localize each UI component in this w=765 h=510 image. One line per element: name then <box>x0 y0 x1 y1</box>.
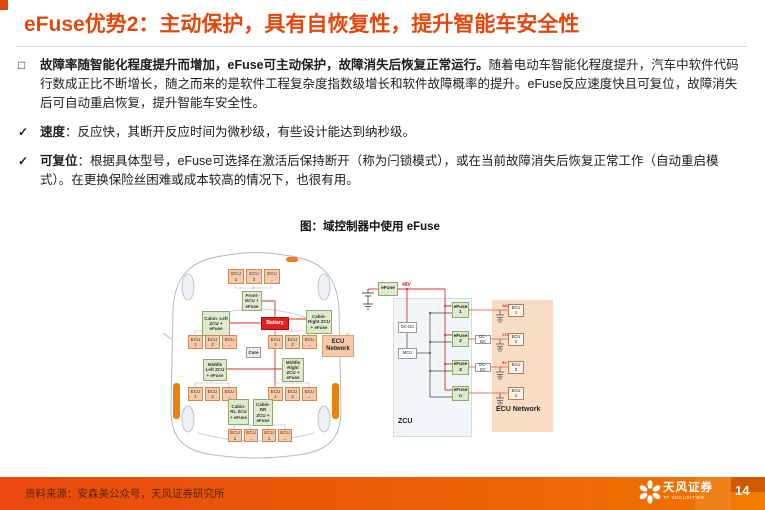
rail-voltage-label: 5V <box>502 360 507 365</box>
car-diagram: ECU 1 ECU 2 ECU ... Front- ECU + eFuse C… <box>158 247 354 462</box>
cabin-rl-zcu-box: Cabin-RL ZCU + eFuse <box>228 399 249 425</box>
ecu-box: ECU 1 <box>268 335 283 349</box>
brand-block: 天风证券 TF SECURITIES <box>663 482 713 500</box>
ecu-box: ECU 2 <box>246 269 262 284</box>
brand-subtitle: TF SECURITIES <box>663 495 705 500</box>
footer-deco-block <box>731 492 765 510</box>
cabin-left-zcu-box: Cabin- Left ZCU + eFuse <box>202 311 230 336</box>
core-box: Core <box>246 347 261 358</box>
bus-voltage-label: 48V <box>402 282 411 288</box>
dcdc-box: DC-DC <box>398 322 417 333</box>
network-ecu-box: ECU 2 <box>508 333 524 346</box>
ecu-box: ECU 1 <box>228 429 242 442</box>
title-divider <box>16 46 748 47</box>
bullet-normal-text: ：反应快，其断开反应时间为微秒级，有些设计能达到纳秒级。 <box>65 125 416 139</box>
page-title: eFuse优势2：主动保护，具有自恢复性，提升智能车安全性 <box>24 13 580 36</box>
footer-deco-block <box>695 477 731 510</box>
bullet-bold-text: 故障率随智能化程度提升而增加，eFuse可主动保护，故障消失后恢复正常运行。 <box>40 58 489 72</box>
ecu-box: ECU ... <box>302 335 317 349</box>
footer-bar <box>0 477 765 510</box>
ecu-box: ECU 2 <box>285 335 300 349</box>
rail-voltage-label: 48V <box>502 303 510 308</box>
bullet-item: □ 故障率随智能化程度提升而增加，eFuse可主动保护，故障消失后恢复正常运行。… <box>18 56 748 113</box>
ecu-box: ECU 1 <box>188 387 203 401</box>
bullet-list: □ 故障率随智能化程度提升而增加，eFuse可主动保护，故障消失后恢复正常运行。… <box>18 56 748 200</box>
ecu-box: ECU ... <box>278 429 292 442</box>
schematic-wires <box>362 287 508 406</box>
front-zcu-box: Front- ECU + eFuse <box>242 291 262 311</box>
efuse-box: eFuse n <box>452 386 469 401</box>
ecu-network-label-box: ECU Network <box>322 335 354 357</box>
zcu-schematic: eFuse 48V DC-DC MCU eFuse 1 eFuse 2 eFus… <box>358 260 558 460</box>
dcdc-out-box: DC-DC <box>475 334 491 344</box>
middle-right-zcu-box: Middle Right ZCU + eFuse <box>282 358 304 382</box>
bullet-normal-text: ：根据具体型号，eFuse可选择在激活后保持断开（称为闩锁模式），或在当前故障消… <box>40 154 719 187</box>
ecu-box: ECU ... <box>222 335 237 349</box>
cabin-right-zcu-box: Cabin- Right ZCU + eFuse <box>306 310 332 334</box>
efuse-box: eFuse 2 <box>452 331 469 347</box>
mcu-box: MCU <box>398 348 417 359</box>
rail-voltage-label: 13V <box>502 332 510 337</box>
efuse-box: eFuse 3 <box>452 360 469 375</box>
network-ecu-box: ECU 1 <box>508 304 524 317</box>
ecu-box: ECU 1 <box>188 335 203 349</box>
bullet-normal-text: 随着电动车智能化程度提升，汽车中软件代码行数成正比不断增长，随之而来的是软件工程… <box>40 58 739 110</box>
bullet-text: 速度：反应快，其断开反应时间为微秒级，有些设计能达到纳秒级。 <box>40 123 748 142</box>
ecu-box: ECU ... <box>264 269 280 284</box>
efuse-box: eFuse 1 <box>452 302 469 318</box>
ecu-box: ECU ... <box>302 387 317 401</box>
page-number: 14 <box>735 483 750 498</box>
ecu-box: ECU 2 <box>205 335 220 349</box>
source-note: 资料来源：安森美公众号，天风证券研究所 <box>25 488 225 500</box>
square-bullet-icon: □ <box>18 58 26 72</box>
ecu-box: ECU 1 <box>262 429 276 442</box>
bullet-bold-text: 可复位 <box>40 154 78 168</box>
ecu-network-label: ECU Network <box>496 406 541 413</box>
bullet-text: 故障率随智能化程度提升而增加，eFuse可主动保护，故障消失后恢复正常运行。随着… <box>40 56 748 113</box>
bullet-text: 可复位：根据具体型号，eFuse可选择在激活后保持断开（称为闩锁模式），或在当前… <box>40 152 748 190</box>
network-ecu-box: ECU n <box>508 387 524 400</box>
brand-name: 天风证券 <box>663 482 713 494</box>
ecu-box: ECU 1 <box>228 269 244 284</box>
check-bullet-icon: ✓ <box>18 154 29 168</box>
network-ecu-box: ECU 3 <box>508 361 524 374</box>
bullet-item: ✓ 速度：反应快，其断开反应时间为微秒级，有些设计能达到纳秒级。 <box>18 123 748 142</box>
ecu-box: ECU ... <box>244 429 258 442</box>
footer-deco-block <box>731 477 765 492</box>
corner-accent-square <box>0 0 8 10</box>
bullet-bold-text: 速度 <box>40 125 66 139</box>
figure-caption: 图：域控制器中使用 eFuse <box>300 221 440 233</box>
tf-securities-logo-icon <box>639 480 661 504</box>
cabin-rr-zcu-box: Cabin- RR ZCU + eFuse <box>253 399 273 426</box>
dcdc-out-box: DC-DC <box>475 362 491 372</box>
ecu-box: ECU 1 <box>268 387 283 401</box>
middle-left-zcu-box: Middle Left ZCU + eFuse <box>203 359 227 381</box>
battery-box: Battery <box>261 317 289 330</box>
ecu-box: ECU 2 <box>205 387 220 401</box>
check-bullet-icon: ✓ <box>18 125 29 139</box>
main-efuse-box: eFuse <box>378 282 398 296</box>
zcu-label: ZCU <box>398 418 413 425</box>
bullet-item: ✓ 可复位：根据具体型号，eFuse可选择在激活后保持断开（称为闩锁模式），或在… <box>18 152 748 190</box>
ecu-box: ECU 2 <box>285 387 300 401</box>
